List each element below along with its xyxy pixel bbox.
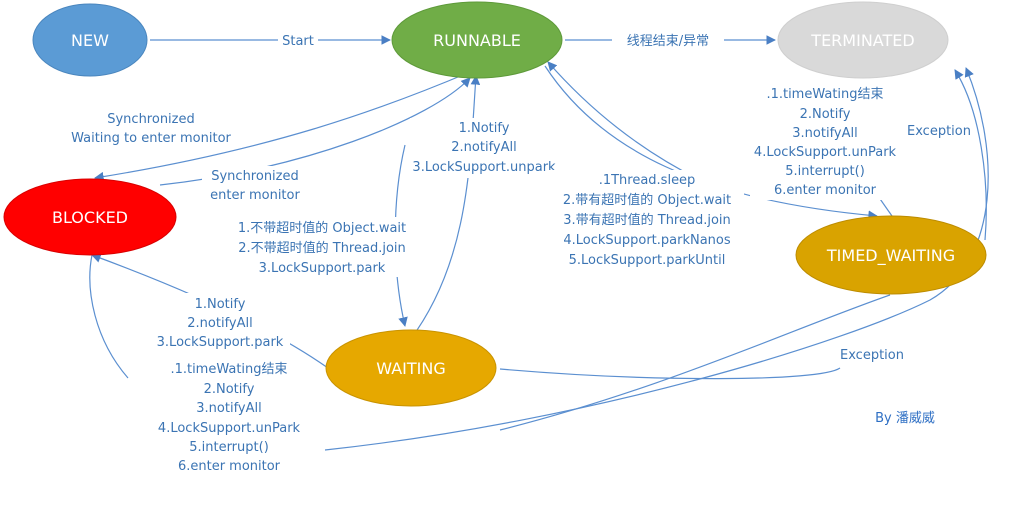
label-runnable-to-waiting: 1.不带超时值的 Object.wait 2.不带超时值的 Thread.joi… [222,217,422,277]
label-runnable-to-waiting-line-2: 2.不带超时值的 Thread.join [238,240,406,256]
label-timed-waiting-exception: Exception [907,124,971,139]
node-waiting-shape [325,329,497,407]
label-timed-waiting-to-runnable-line-6: 6.enter monitor [774,183,877,198]
label-runnable-to-timed-waiting-line-4: 4.LockSupport.parkNanos [563,233,731,248]
label-timed-waiting-to-waiting-line-2: 2.Notify [204,382,255,397]
label-waiting-exception: Exception [840,348,904,363]
label-timed-waiting-to-runnable-line-1: .1.timeWating结束 [766,87,883,102]
node-waiting-label: WAITING [376,359,445,378]
edge-runnable-to-timed-waiting [544,65,878,221]
label-runnable-to-timed-waiting: .1Thread.sleep 2.带有超时值的 Object.wait 3.带有… [548,170,744,268]
label-timed-waiting-to-runnable-line-5: 5.interrupt() [785,164,865,179]
label-runnable-to-blocked: Synchronized Waiting to enter monitor [62,108,242,148]
label-waiting-to-blocked-line-1: 1.Notify [195,297,246,312]
label-blocked-to-runnable-line-1: Synchronized [211,169,299,184]
node-new-label: NEW [71,31,109,50]
edge-waiting-to-runnable [409,75,481,341]
edge-waiting-to-terminated [324,67,989,451]
label-blocked-to-runnable-line-2: enter monitor [210,188,300,203]
edge-timed-waiting-to-waiting [499,367,841,380]
node-runnable[interactable]: RUNNABLE [391,1,563,79]
node-timed-waiting-shape [795,215,987,295]
label-timed-waiting-to-runnable-line-4: 4.LockSupport.unPark [754,145,897,160]
label-runnable-to-timed-waiting-line-2: 2.带有超时值的 Object.wait [563,192,731,208]
label-timed-waiting-to-runnable-line-2: 2.Notify [800,107,851,122]
node-new[interactable]: NEW [32,3,148,77]
label-waiting-to-runnable-line-2: 2.notifyAll [451,140,516,155]
edges [89,35,989,451]
node-new-shape [32,3,148,77]
label-waiting-to-blocked-line-3: 3.LockSupport.park [157,335,284,350]
label-timed-waiting-to-waiting-line-6: 6.enter monitor [178,459,281,474]
node-runnable-label: RUNNABLE [433,31,521,50]
node-runnable-shape [391,1,563,79]
node-blocked[interactable]: BLOCKED [3,178,177,256]
label-timed-waiting-to-waiting: .1.timeWating结束 2.Notify 3.notifyAll 4.L… [152,358,308,476]
label-timed-waiting-to-waiting-line-1: .1.timeWating结束 [170,362,287,377]
edge-timed-waiting-to-runnable [547,61,701,181]
label-waiting-to-blocked-line-2: 2.notifyAll [187,316,252,331]
edge-labels: Start 线程结束/异常 Synchronized Waiting to en… [62,30,975,476]
node-blocked-label: BLOCKED [52,208,128,227]
label-waiting-to-runnable: 1.Notify 2.notifyAll 3.LockSupport.unpar… [410,118,560,178]
label-timed-waiting-to-runnable: .1.timeWating结束 2.Notify 3.notifyAll 4.L… [750,84,902,200]
label-runnable-to-blocked-line-1: Synchronized [107,112,195,127]
edge-timed-waiting-long [499,294,891,431]
node-blocked-shape [3,178,177,256]
label-waiting-to-runnable-line-1: 1.Notify [459,121,510,136]
label-runnable-to-timed-waiting-line-3: 3.带有超时值的 Thread.join [563,212,731,228]
node-timed-waiting[interactable]: TIMED_WAITING [795,215,987,295]
edge-runnable-to-blocked [94,71,471,182]
label-runnable-to-timed-waiting-line-1: .1Thread.sleep [599,173,696,188]
label-start: Start [282,34,314,49]
label-timed-waiting-to-waiting-line-4: 4.LockSupport.unPark [158,421,301,436]
node-timed-waiting-label: TIMED_WAITING [826,246,955,266]
label-runnable-to-waiting-line-1: 1.不带超时值的 Object.wait [238,220,406,236]
edge-blocked-left-arc [89,254,129,379]
node-terminated-label: TERMINATED [810,31,914,50]
label-waiting-to-blocked: 1.Notify 2.notifyAll 3.LockSupport.park [150,293,290,353]
edge-timed-waiting-to-terminated [954,69,987,241]
label-waiting-to-runnable-line-3: 3.LockSupport.unpark [412,160,556,175]
label-runnable-to-waiting-line-3: 3.LockSupport.park [259,261,386,276]
node-waiting[interactable]: WAITING [325,329,497,407]
author-credit: By 潘威威 [875,411,935,426]
label-runnable-to-blocked-line-2: Waiting to enter monitor [71,131,231,146]
label-runnable-to-timed-waiting-line-5: 5.LockSupport.parkUntil [569,253,726,268]
node-terminated[interactable]: TERMINATED [777,1,949,79]
node-terminated-shape [777,1,949,79]
label-timed-waiting-to-runnable-line-3: 3.notifyAll [792,126,857,141]
label-blocked-to-runnable: Synchronized enter monitor [202,166,308,206]
label-timed-waiting-to-waiting-line-3: 3.notifyAll [196,401,261,416]
label-runnable-to-terminated: 线程结束/异常 [627,34,709,49]
label-timed-waiting-to-waiting-line-5: 5.interrupt() [189,440,269,455]
